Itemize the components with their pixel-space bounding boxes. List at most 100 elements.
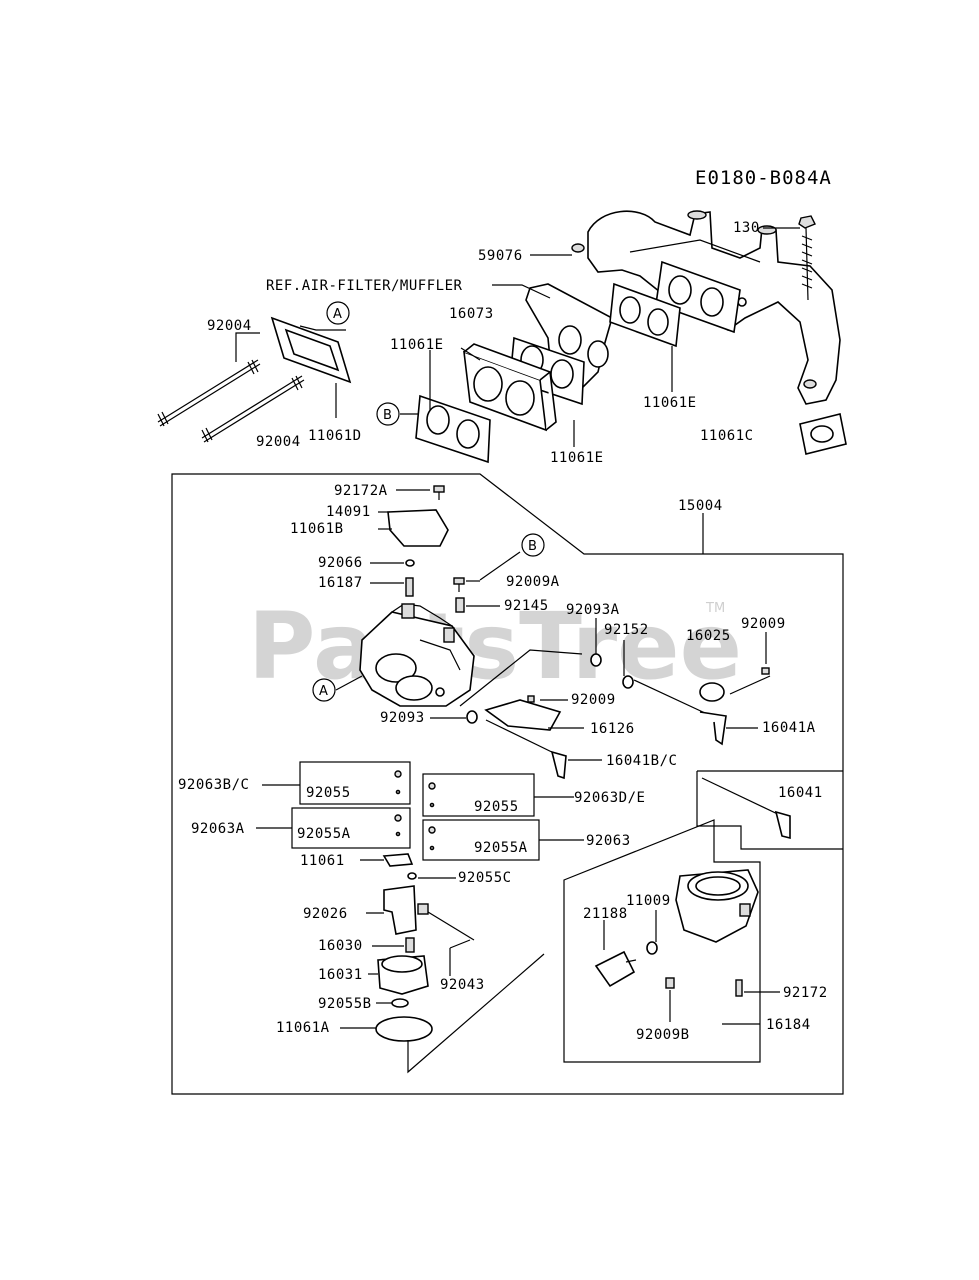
shaft-16041[interactable] bbox=[701, 777, 791, 840]
label-16025[interactable]: 16025 bbox=[686, 628, 731, 644]
label-92152[interactable]: 92152 bbox=[604, 622, 649, 638]
screw-92172A[interactable] bbox=[433, 485, 445, 500]
label-11061E-mid[interactable]: 11061E bbox=[550, 450, 604, 466]
label-11061D[interactable]: 11061D bbox=[308, 428, 362, 444]
label-130[interactable]: 130 bbox=[733, 220, 760, 236]
label-92055-a[interactable]: 92055 bbox=[306, 785, 351, 801]
label-92063DE[interactable]: 92063D/E bbox=[574, 790, 645, 806]
bolt-130[interactable] bbox=[798, 215, 816, 301]
solenoid-21188[interactable] bbox=[594, 950, 637, 988]
label-16041A[interactable]: 16041A bbox=[762, 720, 816, 736]
label-92004-bottom[interactable]: 92004 bbox=[256, 434, 301, 450]
callout-B-box bbox=[521, 533, 545, 557]
plate-16025[interactable] bbox=[699, 682, 725, 702]
label-16187[interactable]: 16187 bbox=[318, 575, 363, 591]
callout-A-top bbox=[326, 301, 350, 325]
spacer-16073[interactable] bbox=[463, 343, 557, 432]
jet-16030[interactable] bbox=[405, 937, 415, 953]
label-11061E-left[interactable]: 11061E bbox=[390, 337, 444, 353]
bushing-92093[interactable] bbox=[466, 710, 478, 724]
label-92009A[interactable]: 92009A bbox=[506, 574, 560, 590]
throttle-body[interactable] bbox=[675, 869, 759, 943]
washer-11009[interactable] bbox=[646, 941, 658, 955]
label-16184[interactable]: 16184 bbox=[766, 1017, 811, 1033]
label-21188[interactable]: 21188 bbox=[583, 906, 628, 922]
screw-92172[interactable] bbox=[735, 979, 743, 997]
label-11009[interactable]: 11009 bbox=[626, 893, 671, 909]
callout-A-box bbox=[312, 678, 336, 702]
carburetor-body[interactable] bbox=[359, 603, 475, 707]
label-92009-right[interactable]: 92009 bbox=[741, 616, 786, 632]
label-ref-air-filter-muffler: REF.AIR-FILTER/MUFFLER bbox=[266, 278, 463, 294]
assembly-box-15004 bbox=[171, 473, 844, 1095]
label-14091[interactable]: 14091 bbox=[326, 504, 371, 520]
callout-B-top bbox=[376, 402, 400, 426]
label-92055C[interactable]: 92055C bbox=[458, 870, 512, 886]
label-92145[interactable]: 92145 bbox=[504, 598, 549, 614]
kit-box-92063DE bbox=[422, 773, 535, 817]
bracket-59076[interactable] bbox=[525, 283, 613, 393]
screw-92009-mid[interactable] bbox=[527, 695, 535, 703]
watermark-text: PartsTree bbox=[248, 593, 742, 700]
label-16041BC[interactable]: 16041B/C bbox=[606, 753, 677, 769]
label-92009B[interactable]: 92009B bbox=[636, 1027, 690, 1043]
float-92026[interactable] bbox=[383, 885, 429, 935]
label-11061B[interactable]: 11061B bbox=[290, 521, 344, 537]
label-11061[interactable]: 11061 bbox=[300, 853, 345, 869]
label-92063A[interactable]: 92063A bbox=[191, 821, 245, 837]
bushing-92093A[interactable] bbox=[590, 653, 602, 667]
screw-16187[interactable] bbox=[405, 577, 414, 597]
label-92172A[interactable]: 92172A bbox=[334, 483, 388, 499]
gasket-11061[interactable] bbox=[382, 853, 414, 867]
label-92026[interactable]: 92026 bbox=[303, 906, 348, 922]
screw-92009-right[interactable] bbox=[761, 667, 770, 675]
cover-plate-14091[interactable] bbox=[387, 509, 449, 547]
label-92063[interactable]: 92063 bbox=[586, 833, 631, 849]
label-92055A-a[interactable]: 92055A bbox=[297, 826, 351, 842]
label-16073[interactable]: 16073 bbox=[449, 306, 494, 322]
screw-92009A[interactable] bbox=[453, 577, 465, 592]
label-16030[interactable]: 16030 bbox=[318, 938, 363, 954]
oring-92066[interactable] bbox=[405, 559, 415, 567]
gasket-11061E-right[interactable] bbox=[609, 282, 681, 348]
shaft-16041A[interactable] bbox=[633, 679, 727, 746]
callout-A-top-label: A bbox=[333, 307, 342, 322]
label-16041[interactable]: 16041 bbox=[778, 785, 823, 801]
label-92009-mid[interactable]: 92009 bbox=[571, 692, 616, 708]
diagram-code: E0180-B084A bbox=[695, 167, 832, 189]
plate-16126[interactable] bbox=[484, 699, 562, 731]
label-92043[interactable]: 92043 bbox=[440, 977, 485, 993]
shaft-16041BC[interactable] bbox=[485, 719, 567, 780]
label-15004[interactable]: 15004 bbox=[678, 498, 723, 514]
label-92004-top[interactable]: 92004 bbox=[207, 318, 252, 334]
label-16031[interactable]: 16031 bbox=[318, 967, 363, 983]
label-92093A[interactable]: 92093A bbox=[566, 602, 620, 618]
label-11061C[interactable]: 11061C bbox=[700, 428, 754, 444]
manifold-gasket[interactable] bbox=[655, 260, 741, 334]
oring-92055C[interactable] bbox=[407, 872, 417, 880]
stud-92004-bottom[interactable] bbox=[201, 375, 305, 443]
needle-92043[interactable] bbox=[427, 911, 475, 941]
stud-92004-top[interactable] bbox=[157, 359, 261, 427]
spring-92145[interactable] bbox=[455, 597, 465, 613]
label-92063BC[interactable]: 92063B/C bbox=[178, 777, 249, 793]
screw-92009B[interactable] bbox=[665, 977, 675, 989]
label-92172[interactable]: 92172 bbox=[783, 985, 828, 1001]
label-11061E-right[interactable]: 11061E bbox=[643, 395, 697, 411]
label-92055A-b[interactable]: 92055A bbox=[474, 840, 528, 856]
label-59076[interactable]: 59076 bbox=[478, 248, 523, 264]
label-92055-b[interactable]: 92055 bbox=[474, 799, 519, 815]
seal-92152[interactable] bbox=[622, 675, 634, 689]
float-bowl-16031[interactable] bbox=[377, 955, 429, 995]
label-92055B[interactable]: 92055B bbox=[318, 996, 372, 1012]
gasket-11061E-left[interactable] bbox=[415, 394, 491, 464]
label-11061A[interactable]: 11061A bbox=[276, 1020, 330, 1036]
label-92093[interactable]: 92093 bbox=[380, 710, 425, 726]
gasket-11061D[interactable] bbox=[270, 316, 352, 384]
oring-92055B[interactable] bbox=[391, 998, 409, 1008]
oring-11061A[interactable] bbox=[375, 1016, 433, 1042]
label-16126[interactable]: 16126 bbox=[590, 721, 635, 737]
gasket-11061C[interactable] bbox=[799, 413, 847, 455]
label-92066[interactable]: 92066 bbox=[318, 555, 363, 571]
kit-box-92063BC bbox=[299, 761, 411, 805]
